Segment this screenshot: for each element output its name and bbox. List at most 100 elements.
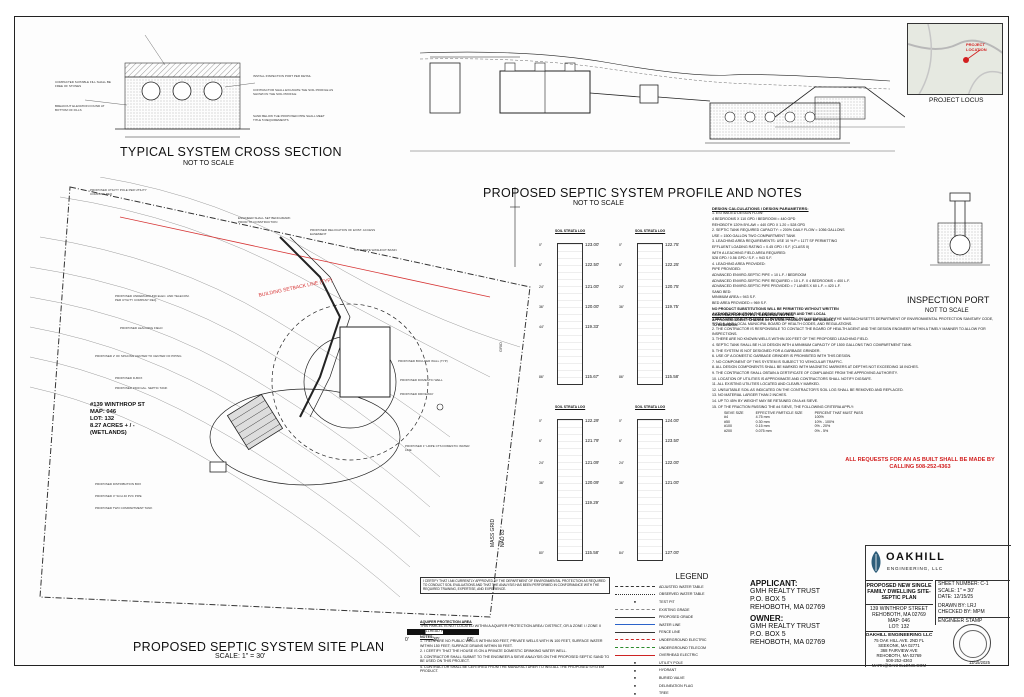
soil-elevation: 122.00': [665, 460, 680, 465]
sieve-cell: 4.75 mm: [755, 415, 770, 420]
applicant-label: APPLICANT:: [750, 579, 798, 588]
legend-row: OVERHEAD ELECTRIC: [615, 651, 730, 659]
contractor-note: 4. SEPTIC TANK SHALL BE H-10 DESIGN WITH…: [712, 343, 913, 347]
scale-bar: 0' 30' 60': [405, 629, 479, 649]
legend-row: ●TEST PIT: [615, 598, 730, 606]
legend-label: EXISTING GRADE: [659, 607, 690, 612]
sheet-info: SHEET NUMBER: C-1 SCALE: 1" = 30' DATE: …: [935, 580, 1010, 625]
sheet-scale: SCALE: 1" = 30': [938, 587, 974, 594]
bottom-notes: NOTES: 1. THERE ARE NO PUBLIC WELLS WITH…: [420, 635, 610, 675]
design-calc-line: WITH A LEACHING FIELD AREA REQUIRED:: [712, 250, 787, 255]
firm-line-3: 368 FAIRVIEW AVE: [880, 648, 918, 653]
sheet-date: DATE: 12/15/25: [938, 594, 974, 601]
soil-elevation: 119.29': [585, 500, 599, 505]
legend-swatch: ●: [633, 599, 637, 605]
soil-log-title: SOIL STRATA LOG: [555, 405, 586, 409]
sieve-header-cell: EFFECTIVE PARTICLE SIZE: [755, 410, 803, 415]
legend-swatch: [615, 586, 655, 588]
soil-elevation: 120.75': [665, 284, 680, 289]
design-calc-line: TO REDESIGN.: [712, 323, 738, 328]
soil-depth: 24": [539, 285, 544, 289]
contractor-note: 7. NO COMPONENT OF THIS SYSTEM IS SUBJEC…: [712, 359, 843, 364]
sieve-cell: 0% - 5%: [814, 428, 829, 433]
contractor-note: 10. LOCATION OF UTILITIES IS APPROXIMATE…: [712, 376, 872, 381]
owner-label: OWNER:: [750, 614, 784, 623]
checked-by: CHECKED BY: MPM: [938, 609, 985, 616]
sieve-row: #200 0.075 mm 0% - 5%: [718, 429, 869, 433]
locus-map: PROJECT LOCATION: [907, 23, 1003, 95]
cross-section-svg: [84, 34, 256, 138]
bottom-note: 1. THERE ARE NO PUBLIC WELLS WITHIN 500 …: [420, 639, 603, 648]
callout-two-compartment: PROPOSED TWO COMPARTMENT TANK: [95, 506, 153, 510]
sieve-cell: 0% - 20%: [814, 424, 831, 429]
design-calc-line: PIPE PROVIDED:: [712, 267, 741, 272]
callout-septic-tank: PROPOSED 1500 GAL. SEPTIC TANK: [115, 386, 168, 390]
soil-depth: 24": [539, 461, 544, 465]
contractor-notes-heading: CONTRACTOR NOTES / GENERAL NOTES:: [712, 312, 795, 317]
applicant-line-1: GMH REALTY TRUST: [750, 588, 821, 595]
contractor-note: 9. THE CONTRACTOR SHALL OBTAIN A CERTIFI…: [712, 370, 898, 375]
sieve-cell: #200: [724, 428, 732, 433]
contractor-notes-lines: 1. ALL CONSTRUCTION SHALL CONFORM TO THE…: [712, 317, 1002, 409]
design-calc-line: REHOBOTH 120% BYLAW = 440 GPD X 1.20 = 5…: [712, 222, 806, 227]
parcel-lot: LOT: 132: [90, 416, 115, 422]
soil-elevation: 120.00': [585, 304, 600, 309]
design-calc-line: ADVANCED ENVIRO-SEPTIC PIPE = 10 L.F. / …: [712, 272, 807, 277]
project-title: PROPOSED NEW SINGLE FAMILY DWELLING SITE…: [865, 580, 933, 602]
contractor-note: 15. OF THE FRACTION PASSING THE #4 SIEVE…: [712, 404, 855, 409]
callout-underground-elec: PROPOSED UNDERGROUND ELEC. AND TELECOM. …: [115, 294, 190, 302]
sieve-cell: #100: [724, 424, 732, 429]
legend-label: DELINEATION FLAG: [659, 683, 694, 688]
design-calcs-heading: DESIGN CALCULATIONS / DESIGN PARAMETERS:: [712, 206, 809, 211]
parcel-address: #139 WINTHROP ST: [90, 402, 145, 408]
soil-elevation: 122.25': [665, 262, 680, 267]
legend-row: ● UTILITY POLE: [615, 659, 730, 667]
design-calc-line: 4 BEDROOMS X 110 GPD / BEDROOM = 440 GPD: [712, 217, 796, 221]
design-calcs-lines: 1. ESTIMATED DESIGN FLOW:4 BEDROOMS X 11…: [712, 211, 912, 327]
soil-elevation: 119.75': [665, 304, 679, 309]
callout-boulder-wall: PROPOSED BOULDER WALL (TYP): [398, 359, 448, 363]
soil-column: [637, 419, 663, 561]
soil-log-title: SOIL STRATA LOG: [635, 229, 666, 233]
legend-label: UTILITY POLE: [659, 660, 683, 665]
mass-grid-label: MASS GRID: [490, 518, 496, 547]
inspection-port-drawing: [920, 183, 1005, 291]
soil-depth: 36": [539, 481, 544, 485]
drawn-by: DRAWN BY: LRJ: [938, 602, 977, 609]
soil-log-title: SOIL STRATA LOG: [635, 405, 666, 409]
callout-spacing: PROPOSED 2' OF SPACING CENTER TO CENTER …: [95, 354, 182, 358]
company-logo-area: OAKHILL ENGINEERING, LLC: [865, 545, 945, 580]
legend-swatch: ●: [633, 660, 637, 666]
firm-name: OAKHILL ENGINEERING LLC: [865, 633, 933, 638]
soil-depth: 86": [619, 375, 624, 379]
legend-row: UNDERGROUND TELECOM: [615, 644, 730, 652]
legend-label: BURIED VALVE: [659, 675, 685, 680]
sieve-header-cell: SIEVE SIZE: [724, 410, 744, 415]
legend-swatch: [615, 624, 655, 626]
callout-washout: CONCRETE WASHOUT BASIN: [354, 248, 397, 252]
cross-section-title: TYPICAL SYSTEM CROSS SECTION: [120, 145, 342, 159]
design-calc-line: APPROVING AGENT. CHANGE IN SYSTEM PRODUC…: [712, 317, 836, 322]
soil-elevation: 121.00': [665, 480, 680, 485]
inspection-port-scale: NOT TO SCALE: [925, 308, 969, 314]
callout-benchmark: ENGINEER SHALL SET BENCHMARK PRIOR TO CO…: [238, 216, 291, 224]
bottom-note: 2. I CERTIFY THAT THE HOUSE IS ON A PRIV…: [420, 649, 567, 654]
stamp-inner-ring: [959, 630, 987, 658]
design-calc-line: 3. LEACHING AREA REQUIREMENTS: USE 10 % …: [712, 239, 838, 244]
soil-depth: 36": [539, 305, 544, 309]
leaf-logo-icon: [871, 551, 881, 573]
site-plan-scale: SCALE: 1" = 30': [215, 653, 266, 660]
legend-label: OVERHEAD ELECTRIC: [659, 653, 698, 658]
scale-0: 0': [405, 637, 409, 643]
design-calc-line: SAND BED:: [712, 289, 732, 294]
engineer-stamp: [953, 624, 991, 662]
owner-line-3: REHOBOTH, MA 02769: [750, 639, 826, 646]
soil-log-title: SOIL STRATA LOG: [555, 229, 586, 233]
sieve-cell: 0.075 mm: [755, 428, 772, 433]
contractor-note: 14. UP TO 45% BY WEIGHT MAY BE RETAINED …: [712, 398, 819, 403]
soil-elevation: 115.67': [585, 374, 599, 379]
design-calc-line: NO PRODUCT SUBSTITUTIONS WILL BE PERMITT…: [712, 306, 839, 311]
